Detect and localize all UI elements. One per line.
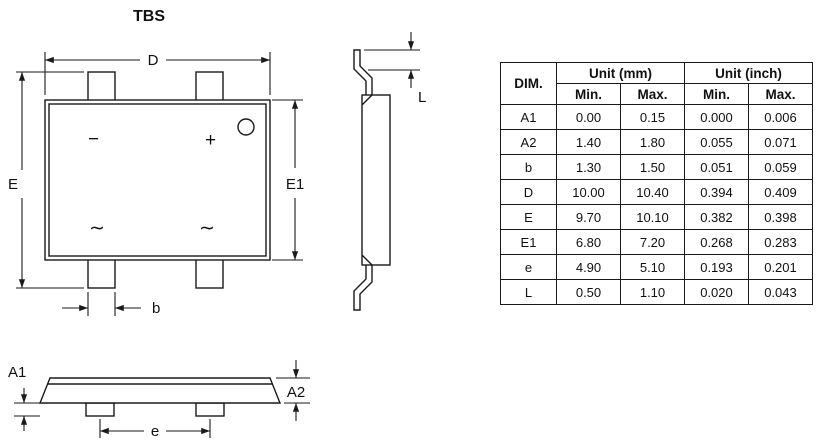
- col-header-mm-min: Min.: [556, 83, 621, 105]
- table-cell: 10.40: [620, 179, 685, 205]
- table-cell: e: [500, 254, 557, 280]
- dim-label-b: b: [152, 300, 160, 317]
- front-lead-left: [85, 402, 115, 417]
- table-cell: 0.071: [748, 129, 813, 155]
- table-cell: 0.00: [556, 104, 621, 130]
- dim-label-e: E: [8, 176, 18, 193]
- table-row: E 9.70 10.10 0.382 0.398: [500, 204, 813, 230]
- lead-top-right: [195, 71, 224, 103]
- package-body-inner-outline: [48, 103, 267, 257]
- table-cell: 5.10: [620, 254, 685, 280]
- table-cell: 10.10: [620, 204, 685, 230]
- dim-label-l: L: [418, 89, 426, 106]
- col-header-inch-min: Min.: [684, 83, 749, 105]
- table-cell: 0.020: [684, 279, 749, 305]
- table-cell: A2: [500, 129, 557, 155]
- side-body: [361, 94, 391, 266]
- top-view-polarity-marks: − + ∼ ∼: [88, 129, 216, 239]
- side-lead-top: [353, 49, 373, 95]
- table-cell: 0.50: [556, 279, 621, 305]
- table-cell: 7.20: [620, 229, 685, 255]
- col-header-unit-inch: Unit (inch): [684, 62, 813, 84]
- col-header-mm-max: Max.: [620, 83, 685, 105]
- table-cell: 0.193: [684, 254, 749, 280]
- pin1-indicator-circle: [237, 118, 255, 136]
- table-cell: 1.40: [556, 129, 621, 155]
- table-cell: L: [500, 279, 557, 305]
- table-cell: 0.268: [684, 229, 749, 255]
- table-cell: 10.00: [556, 179, 621, 205]
- dim-label-d: D: [148, 52, 159, 69]
- table-row: L 0.50 1.10 0.020 0.043: [500, 279, 813, 305]
- table-row: e 4.90 5.10 0.193 0.201: [500, 254, 813, 280]
- table-cell: 0.055: [684, 129, 749, 155]
- side-body-chamfer-bottom: [361, 254, 373, 266]
- table-cell: 0.382: [684, 204, 749, 230]
- top-view: [44, 71, 271, 289]
- col-header-inch-max: Max.: [748, 83, 813, 105]
- table-cell: 1.10: [620, 279, 685, 305]
- side-lead-bottom: [353, 265, 373, 311]
- package-body-outline: [44, 99, 271, 261]
- table-cell: 0.051: [684, 154, 749, 180]
- dim-label-a1: A1: [8, 364, 26, 381]
- table-cell: 6.80: [556, 229, 621, 255]
- lead-bottom-left: [87, 257, 116, 289]
- front-view-dimensions: [14, 360, 310, 438]
- package-title: TBS: [133, 8, 165, 25]
- ac-terminal-mark-left: ∼: [89, 218, 105, 239]
- table-cell: 0.043: [748, 279, 813, 305]
- table-row: D 10.00 10.40 0.394 0.409: [500, 179, 813, 205]
- table-cell: 1.80: [620, 129, 685, 155]
- dimension-table: DIM. Unit (mm) Unit (inch) Min. Max. Min…: [500, 62, 813, 305]
- front-view: [38, 377, 282, 417]
- side-view: [353, 49, 391, 311]
- table-cell: 0.15: [620, 104, 685, 130]
- table-row: A1 0.00 0.15 0.000 0.006: [500, 104, 813, 130]
- minus-terminal-mark: −: [88, 129, 99, 150]
- table-cell: A1: [500, 104, 557, 130]
- table-cell: 1.30: [556, 154, 621, 180]
- col-header-dim: DIM.: [500, 62, 557, 105]
- front-body: [38, 377, 282, 404]
- table-header-row-minmax: Min. Max. Min. Max.: [501, 83, 813, 105]
- table-cell: 0.398: [748, 204, 813, 230]
- side-view-dimensions: [364, 32, 420, 88]
- col-header-unit-mm: Unit (mm): [556, 62, 685, 84]
- top-view-dimensions: [16, 52, 303, 316]
- dim-label-e1: E1: [286, 176, 304, 193]
- table-row: E1 6.80 7.20 0.268 0.283: [500, 229, 813, 255]
- table-cell: 0.409: [748, 179, 813, 205]
- table-row: A2 1.40 1.80 0.055 0.071: [500, 129, 813, 155]
- table-cell: E1: [500, 229, 557, 255]
- table-cell: 0.006: [748, 104, 813, 130]
- table-cell: b: [500, 154, 557, 180]
- table-cell: E: [500, 204, 557, 230]
- ac-terminal-mark-right: ∼: [199, 218, 215, 239]
- table-cell: 0.059: [748, 154, 813, 180]
- plus-terminal-mark: +: [205, 130, 216, 151]
- front-lead-right: [195, 402, 225, 417]
- table-cell: 0.201: [748, 254, 813, 280]
- table-header-row-units: DIM. Unit (mm) Unit (inch): [500, 62, 813, 105]
- table-cell: D: [500, 179, 557, 205]
- table-row: b 1.30 1.50 0.051 0.059: [500, 154, 813, 180]
- table-cell: 9.70: [556, 204, 621, 230]
- table-cell: 0.394: [684, 179, 749, 205]
- lead-bottom-right: [195, 257, 224, 289]
- table-cell: 1.50: [620, 154, 685, 180]
- dim-label-e-pitch: e: [151, 423, 159, 440]
- table-cell: 4.90: [556, 254, 621, 280]
- table-cell: 0.283: [748, 229, 813, 255]
- side-body-chamfer-top: [361, 94, 373, 106]
- dim-label-a2: A2: [287, 384, 305, 401]
- table-cell: 0.000: [684, 104, 749, 130]
- lead-top-left: [87, 71, 116, 103]
